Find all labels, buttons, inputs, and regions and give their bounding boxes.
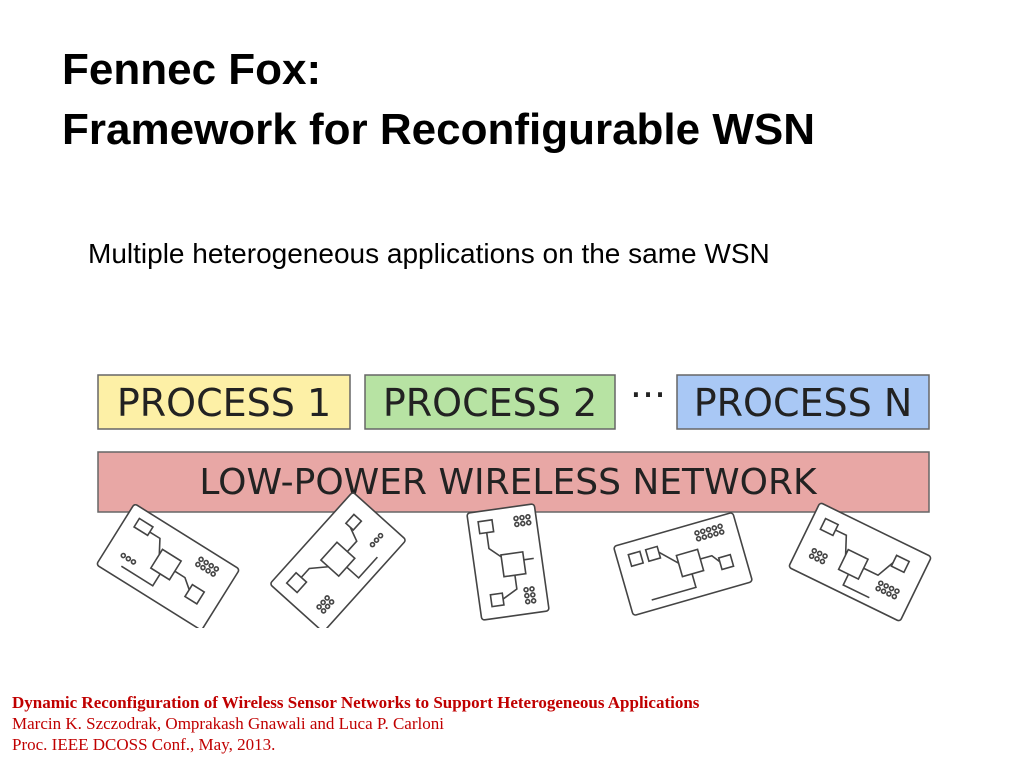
sensor-board-icon: [788, 502, 932, 622]
process-ellipsis: ···: [630, 373, 666, 417]
architecture-diagram: PROCESS 1 PROCESS 2 ··· PROCESS N LOW-PO…: [88, 352, 936, 628]
sensor-board-icon: [613, 512, 753, 616]
slide-title-line-2: Framework for Reconfigurable WSN: [62, 105, 816, 154]
architecture-diagram-svg: PROCESS 1 PROCESS 2 ··· PROCESS N LOW-PO…: [96, 373, 932, 628]
process-1-box: [97, 374, 351, 430]
sensor-board-icon: [96, 503, 240, 628]
sensor-board-icon: [466, 503, 550, 621]
process-n-box: [676, 374, 930, 430]
slide-subtitle: Multiple heterogeneous applications on t…: [88, 238, 770, 269]
sensor-board-icon: [270, 492, 406, 628]
process-2-box: [364, 374, 616, 430]
slide-title: Fennec Fox: Framework for Reconfigurable…: [62, 40, 815, 160]
citation-venue: Proc. IEEE DCOSS Conf., May, 2013.: [12, 735, 276, 754]
process-2-label: PROCESS 2: [383, 381, 597, 425]
process-n-label: PROCESS N: [694, 381, 913, 425]
citation-title: Dynamic Reconfiguration of Wireless Sens…: [12, 693, 700, 712]
citation-authors: Marcin K. Szczodrak, Omprakash Gnawali a…: [12, 714, 444, 733]
process-1-label: PROCESS 1: [117, 381, 331, 425]
citation: Dynamic Reconfiguration of Wireless Sens…: [12, 692, 699, 755]
network-box: [97, 451, 930, 513]
slide-title-line-1: Fennec Fox:: [62, 45, 322, 94]
network-label: LOW-POWER WIRELESS NETWORK: [199, 462, 818, 503]
